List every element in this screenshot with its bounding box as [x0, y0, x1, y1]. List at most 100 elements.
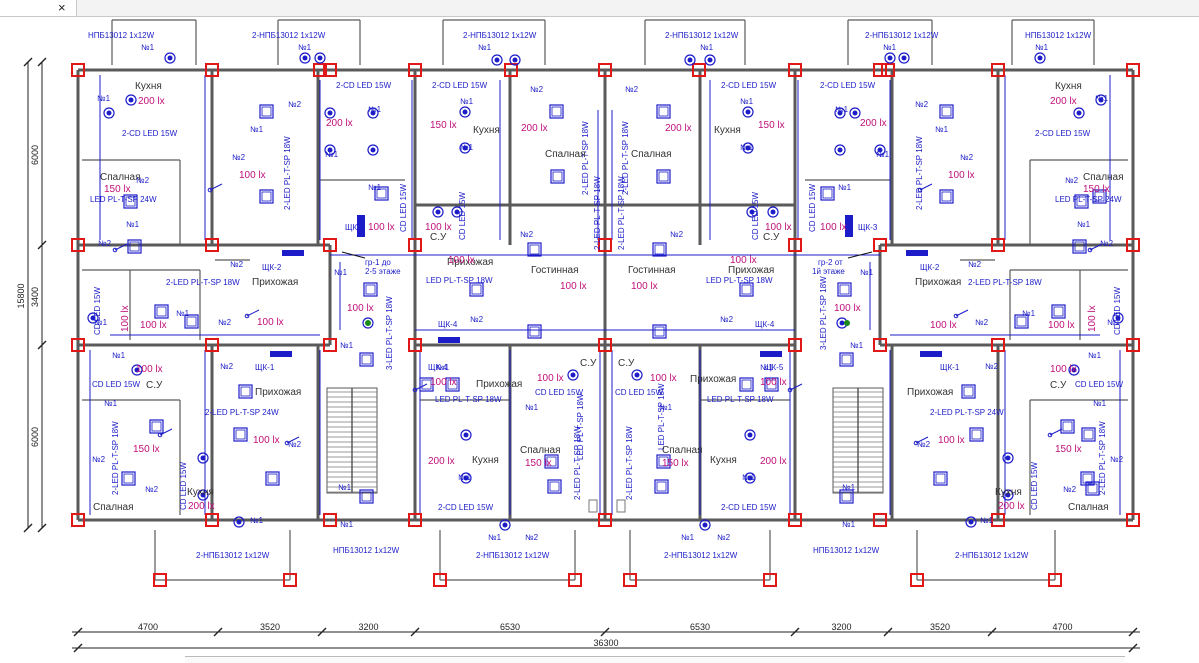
switch-pivot: [1087, 247, 1093, 253]
dimension-tick: [23, 57, 33, 67]
fixture-mark: №1: [1077, 220, 1091, 229]
panel-light-fixture: [652, 242, 667, 257]
ceiling-lamp-fixture: [834, 144, 846, 156]
plan-label: 2-CD LED 15W: [721, 81, 777, 90]
ceiling-lamp-fixture: [744, 472, 756, 484]
walls-layer: [76, 19, 1135, 581]
illuminance-value: 200 lx: [1050, 96, 1077, 107]
lamp-ring: [834, 107, 846, 119]
panel-light-inner: [361, 491, 372, 502]
illuminance-value: 100 lx: [368, 222, 395, 233]
illuminance-value: 100 lx: [631, 281, 658, 292]
structural-column: [1048, 573, 1062, 587]
dimension-tick: [1128, 627, 1138, 637]
switch-pivot: [157, 432, 163, 438]
illuminance-value: 100 lx: [948, 170, 975, 181]
lamp-ring: [965, 516, 977, 528]
structural-column: [205, 238, 219, 252]
panel-label: ЩК-3: [345, 223, 365, 232]
fixture-mark: №1: [860, 268, 874, 277]
room-name: Прихожая: [915, 277, 961, 288]
structural-column: [205, 513, 219, 527]
dimension-value: 6530: [500, 622, 520, 632]
ceiling-lamp-fixture: [1073, 107, 1085, 119]
fixture-mark: №1: [97, 94, 111, 103]
panel-light-fixture: [149, 419, 164, 434]
panel-light-inner: [235, 429, 246, 440]
fixture-mark: №2: [232, 153, 246, 162]
panel-light-inner: [1053, 306, 1064, 317]
plan-label: 2-CD LED 15W: [432, 81, 488, 90]
ceiling-lamp-fixture: [197, 452, 209, 464]
illuminance-value: 100 lx: [140, 320, 167, 331]
plan-label: CD LED 15W: [808, 184, 817, 232]
room-name: Кухня: [714, 125, 741, 136]
panel-light-fixture: [1072, 239, 1087, 254]
dimension-tick: [37, 57, 47, 67]
fixture-mark: №2: [670, 230, 684, 239]
room-name: Прихожая: [690, 374, 736, 385]
structural-column: [873, 63, 887, 77]
structural-column: [910, 573, 924, 587]
panel-light-inner: [1083, 429, 1094, 440]
socket-box: [588, 499, 598, 513]
plan-label: LED PL-T-SP 18W: [435, 395, 502, 404]
fixture-mark: №2: [960, 153, 974, 162]
ceiling-lamp-fixture: [299, 52, 311, 64]
plan-label: CD LED 15W: [458, 192, 467, 240]
structural-column: [408, 338, 422, 352]
panel-light-inner: [935, 473, 946, 484]
illuminance-value: 100 lx: [650, 373, 677, 384]
lamp-center: [370, 147, 376, 153]
fixture-mark: №1: [458, 473, 472, 482]
panel-light-fixture: [839, 352, 854, 367]
illuminance-value: 100 lx: [1048, 320, 1075, 331]
fixture-mark: №1: [1022, 309, 1036, 318]
illuminance-value: 150 lx: [662, 458, 689, 469]
lamp-center: [462, 145, 468, 151]
lamp-center: [134, 367, 140, 373]
room-name: Кухня: [995, 487, 1022, 498]
plan-label: НПБ13012 1х12W: [333, 546, 400, 555]
lamp-center: [106, 110, 112, 116]
structural-column: [1126, 338, 1140, 352]
ceiling-lamp-fixture: [699, 519, 711, 531]
illuminance-value: 200 lx: [521, 123, 548, 134]
ceiling-lamp-fixture: [631, 369, 643, 381]
plan-label: CD LED 15W: [399, 184, 408, 232]
plan-label: 2-НПБ13012 1х12W: [955, 551, 1029, 560]
panel-light-inner: [471, 284, 482, 295]
ceiling-lamp-fixture: [1068, 364, 1080, 376]
room-name: Спалная: [1083, 172, 1124, 183]
fixture-mark: №1: [340, 341, 354, 350]
fixture-mark: №2: [1063, 485, 1077, 494]
switch-pivot: [913, 440, 919, 446]
panel-light-fixture: [739, 282, 754, 297]
lamp-center: [463, 432, 469, 438]
structural-column: [71, 238, 85, 252]
document-tab[interactable]: ×: [0, 0, 77, 16]
horizontal-scrollbar[interactable]: [185, 656, 1125, 663]
lamp-center: [327, 147, 333, 153]
fixture-mark: №1: [460, 97, 474, 106]
ceiling-lamp-fixture: [87, 312, 99, 324]
panel-light-fixture: [764, 377, 779, 392]
socket-box: [616, 499, 626, 513]
panel-light-inner: [552, 171, 563, 182]
close-tab-icon[interactable]: ×: [58, 0, 66, 15]
lamp-center: [1076, 110, 1082, 116]
dimension-value: 3200: [358, 622, 378, 632]
lamp-ring: [898, 52, 910, 64]
illuminance-value: 200 lx: [760, 456, 787, 467]
panel-light-inner: [1062, 421, 1073, 432]
structural-column: [598, 238, 612, 252]
panel-light-inner: [129, 241, 140, 252]
panel-light-fixture: [363, 282, 378, 297]
fixture-mark: №2: [717, 533, 731, 542]
structural-column: [504, 63, 518, 77]
dimension-value: 4700: [138, 622, 158, 632]
plan-label: CD LED 15W: [751, 192, 760, 240]
plan-label: LED PL-T-SP 24W: [1055, 195, 1122, 204]
dimension-value: 6000: [30, 145, 40, 165]
structural-column: [991, 238, 1005, 252]
